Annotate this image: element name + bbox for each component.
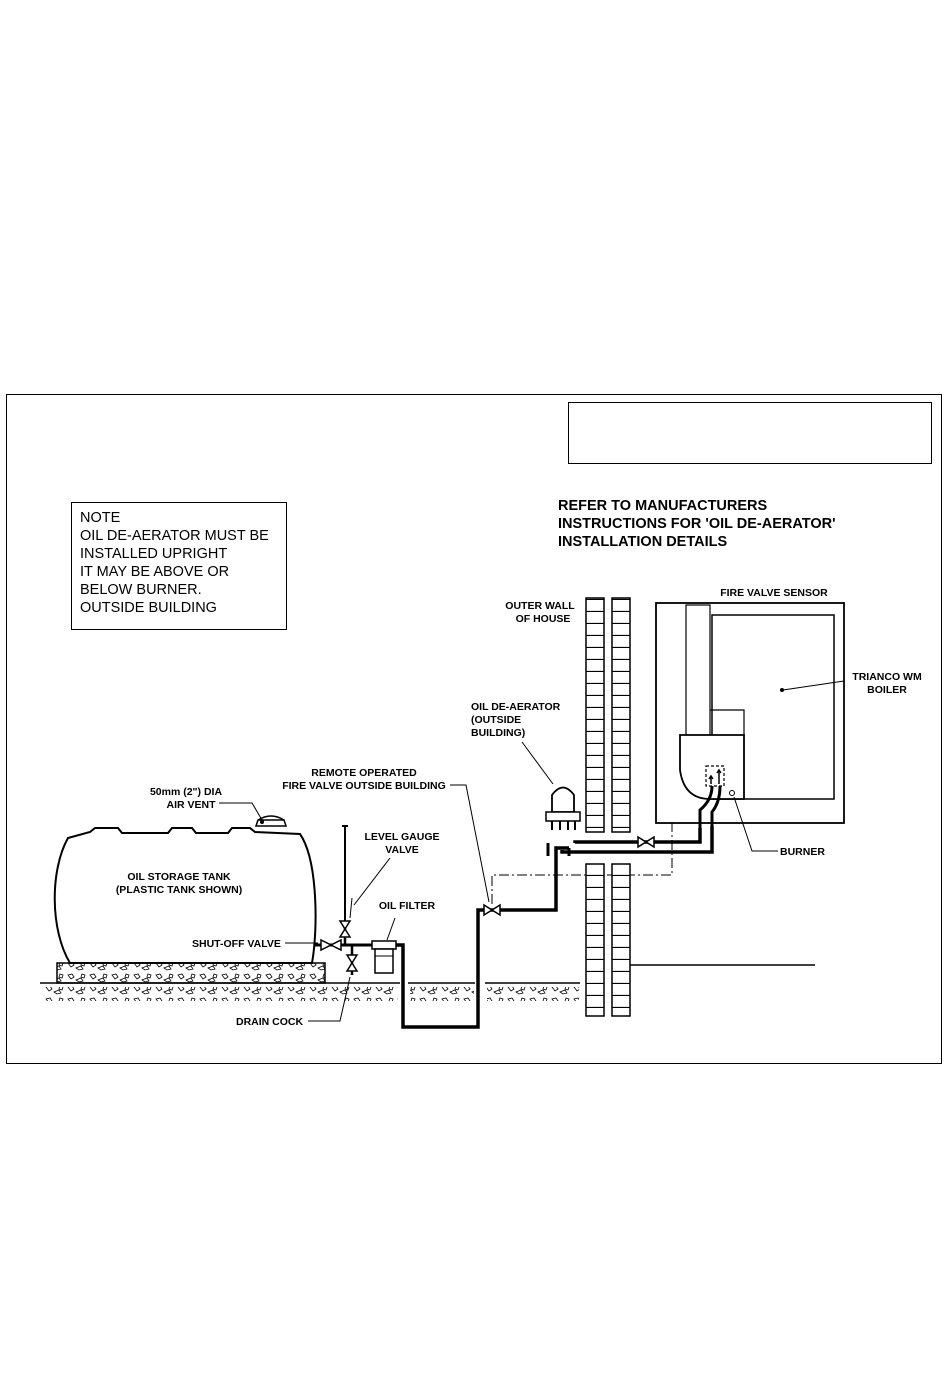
label-oil-storage-tank: (PLASTIC TANK SHOWN) xyxy=(116,884,242,896)
level-gauge-valve xyxy=(338,920,352,938)
remote-fire-valve xyxy=(483,903,501,917)
inline-valve xyxy=(637,835,655,849)
label-air-vent: AIR VENT xyxy=(166,799,216,811)
note-line: IT MAY BE ABOVE OR xyxy=(80,564,230,580)
diagram-frame xyxy=(6,394,942,1064)
label-outer-wall: OUTER WALL xyxy=(505,600,575,612)
note-line: BELOW BURNER. xyxy=(80,582,202,598)
refer-line: REFER TO MANUFACTURERS xyxy=(558,498,768,514)
note-box: NOTE OIL DE-AERATOR MUST BE INSTALLED UP… xyxy=(71,502,287,630)
label-outer-wall: OF HOUSE xyxy=(516,613,571,625)
label-trianco-boiler: TRIANCO WM xyxy=(852,671,922,683)
ground xyxy=(40,982,580,1001)
label-remote-fire-valve: FIRE VALVE OUTSIDE BUILDING xyxy=(282,780,446,792)
label-oil-de-aerator: (OUTSIDE xyxy=(471,714,521,726)
label-level-gauge-valve: LEVEL GAUGE xyxy=(364,831,439,843)
burner xyxy=(679,734,745,828)
outer-wall xyxy=(585,597,815,1017)
label-burner: BURNER xyxy=(780,846,825,858)
note-line: OIL DE-AERATOR MUST BE xyxy=(80,528,269,544)
label-oil-filter: OIL FILTER xyxy=(379,900,436,912)
oil-filter xyxy=(371,940,397,974)
trianco-boiler xyxy=(655,602,845,824)
drain-cock xyxy=(345,954,359,972)
note-line: OUTSIDE BUILDING xyxy=(80,600,217,616)
label-shut-off-valve: SHUT-OFF VALVE xyxy=(192,938,281,950)
label-fire-valve-sensor: FIRE VALVE SENSOR xyxy=(720,587,828,599)
refer-instructions: REFER TO MANUFACTURERS INSTRUCTIONS FOR … xyxy=(558,497,836,551)
refer-line: INSTRUCTIONS FOR 'OIL DE-AERATOR' xyxy=(558,516,836,532)
note-line: INSTALLED UPRIGHT xyxy=(80,546,228,562)
label-air-vent: 50mm (2") DIA xyxy=(150,786,222,798)
label-remote-fire-valve: REMOTE OPERATED xyxy=(311,767,417,779)
label-oil-de-aerator: BUILDING) xyxy=(471,727,525,739)
oil-storage-tank xyxy=(53,827,317,964)
label-trianco-boiler: BOILER xyxy=(867,684,907,696)
label-oil-de-aerator: OIL DE-AERATOR xyxy=(471,701,561,713)
label-level-gauge-valve: VALVE xyxy=(385,844,418,856)
blank-caption-box xyxy=(568,402,932,464)
tank-plinth xyxy=(56,962,326,984)
oil-de-aerator xyxy=(545,786,581,830)
label-oil-storage-tank: OIL STORAGE TANK xyxy=(127,871,231,883)
refer-line: INSTALLATION DETAILS xyxy=(558,534,728,550)
shut-off-valve xyxy=(320,938,342,952)
label-drain-cock: DRAIN COCK xyxy=(236,1016,303,1028)
air-vent xyxy=(254,815,288,827)
leader-lines xyxy=(219,680,845,1022)
note-line: NOTE xyxy=(80,510,121,526)
